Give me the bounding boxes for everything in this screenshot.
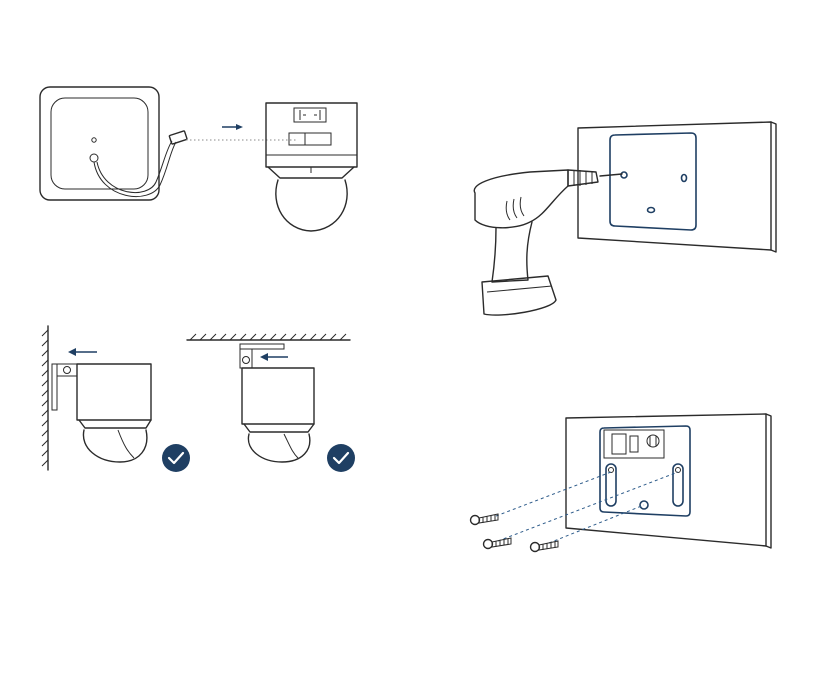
screw bbox=[484, 538, 512, 549]
screw bbox=[531, 541, 559, 552]
cable-arrow bbox=[186, 124, 296, 140]
screw bbox=[471, 514, 499, 525]
wall bbox=[566, 414, 771, 548]
approved-check-wall bbox=[162, 444, 190, 472]
connect-power-panel bbox=[40, 87, 357, 231]
screw-paths bbox=[496, 472, 678, 543]
power-adapter bbox=[40, 87, 187, 200]
drill-holes-panel bbox=[474, 122, 776, 315]
wall bbox=[578, 122, 776, 252]
camera-side-view bbox=[266, 103, 357, 231]
mounting-options-panel bbox=[42, 326, 355, 472]
mounting-bracket bbox=[600, 426, 690, 516]
ceiling-mount bbox=[187, 334, 350, 462]
approved-check-ceiling bbox=[327, 444, 355, 472]
wall-mount bbox=[42, 326, 151, 470]
power-drill bbox=[474, 170, 622, 315]
mounting-template bbox=[610, 133, 696, 230]
attach-bracket-panel bbox=[471, 414, 772, 552]
